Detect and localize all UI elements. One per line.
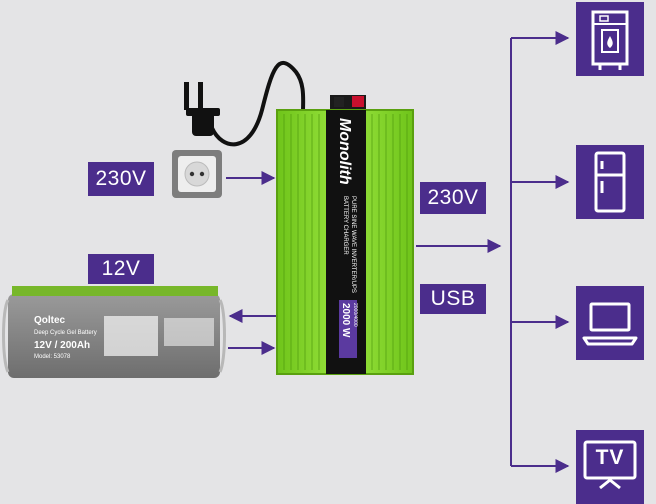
appliance-tv: TV xyxy=(576,430,644,504)
usb-output-label: USB xyxy=(420,284,486,314)
battery-rating: 12V / 200Ah xyxy=(34,340,90,351)
ac-input-label: 230V xyxy=(88,162,154,196)
boiler-icon xyxy=(591,10,629,70)
battery-type: Deep Cycle Gel Battery xyxy=(34,330,97,336)
inverter-brand: Monolith xyxy=(336,118,353,185)
distribution-bus xyxy=(510,31,570,473)
laptop-icon xyxy=(582,302,638,346)
battery-icon: Qoltec Deep Cycle Gel Battery 12V / 200A… xyxy=(2,286,226,378)
inverter-power-badge: 2000 W xyxy=(340,303,351,338)
wall-socket-icon xyxy=(172,150,222,198)
appliance-laptop xyxy=(576,286,644,360)
inverter-icon: Monolith PURE SINE WAVE INVERTER/UPS BAT… xyxy=(276,95,414,375)
inverter-model-line: 2000/4000 xyxy=(352,303,358,327)
dc-input-label: 12V xyxy=(88,254,154,284)
fridge-icon xyxy=(594,151,626,213)
battery-model: Model: 53078 xyxy=(34,354,71,360)
appliance-boiler xyxy=(576,2,644,76)
tv-icon xyxy=(583,440,637,490)
battery-brand: Qoltec xyxy=(34,315,66,326)
power-plug-icon xyxy=(184,60,306,147)
appliance-fridge xyxy=(576,145,644,219)
inverter-desc-2: BATTERY CHARGER xyxy=(342,196,348,255)
inverter-desc-1: PURE SINE WAVE INVERTER/UPS xyxy=(350,196,356,293)
ac-output-label: 230V xyxy=(420,182,486,214)
tv-label: TV xyxy=(595,446,625,469)
